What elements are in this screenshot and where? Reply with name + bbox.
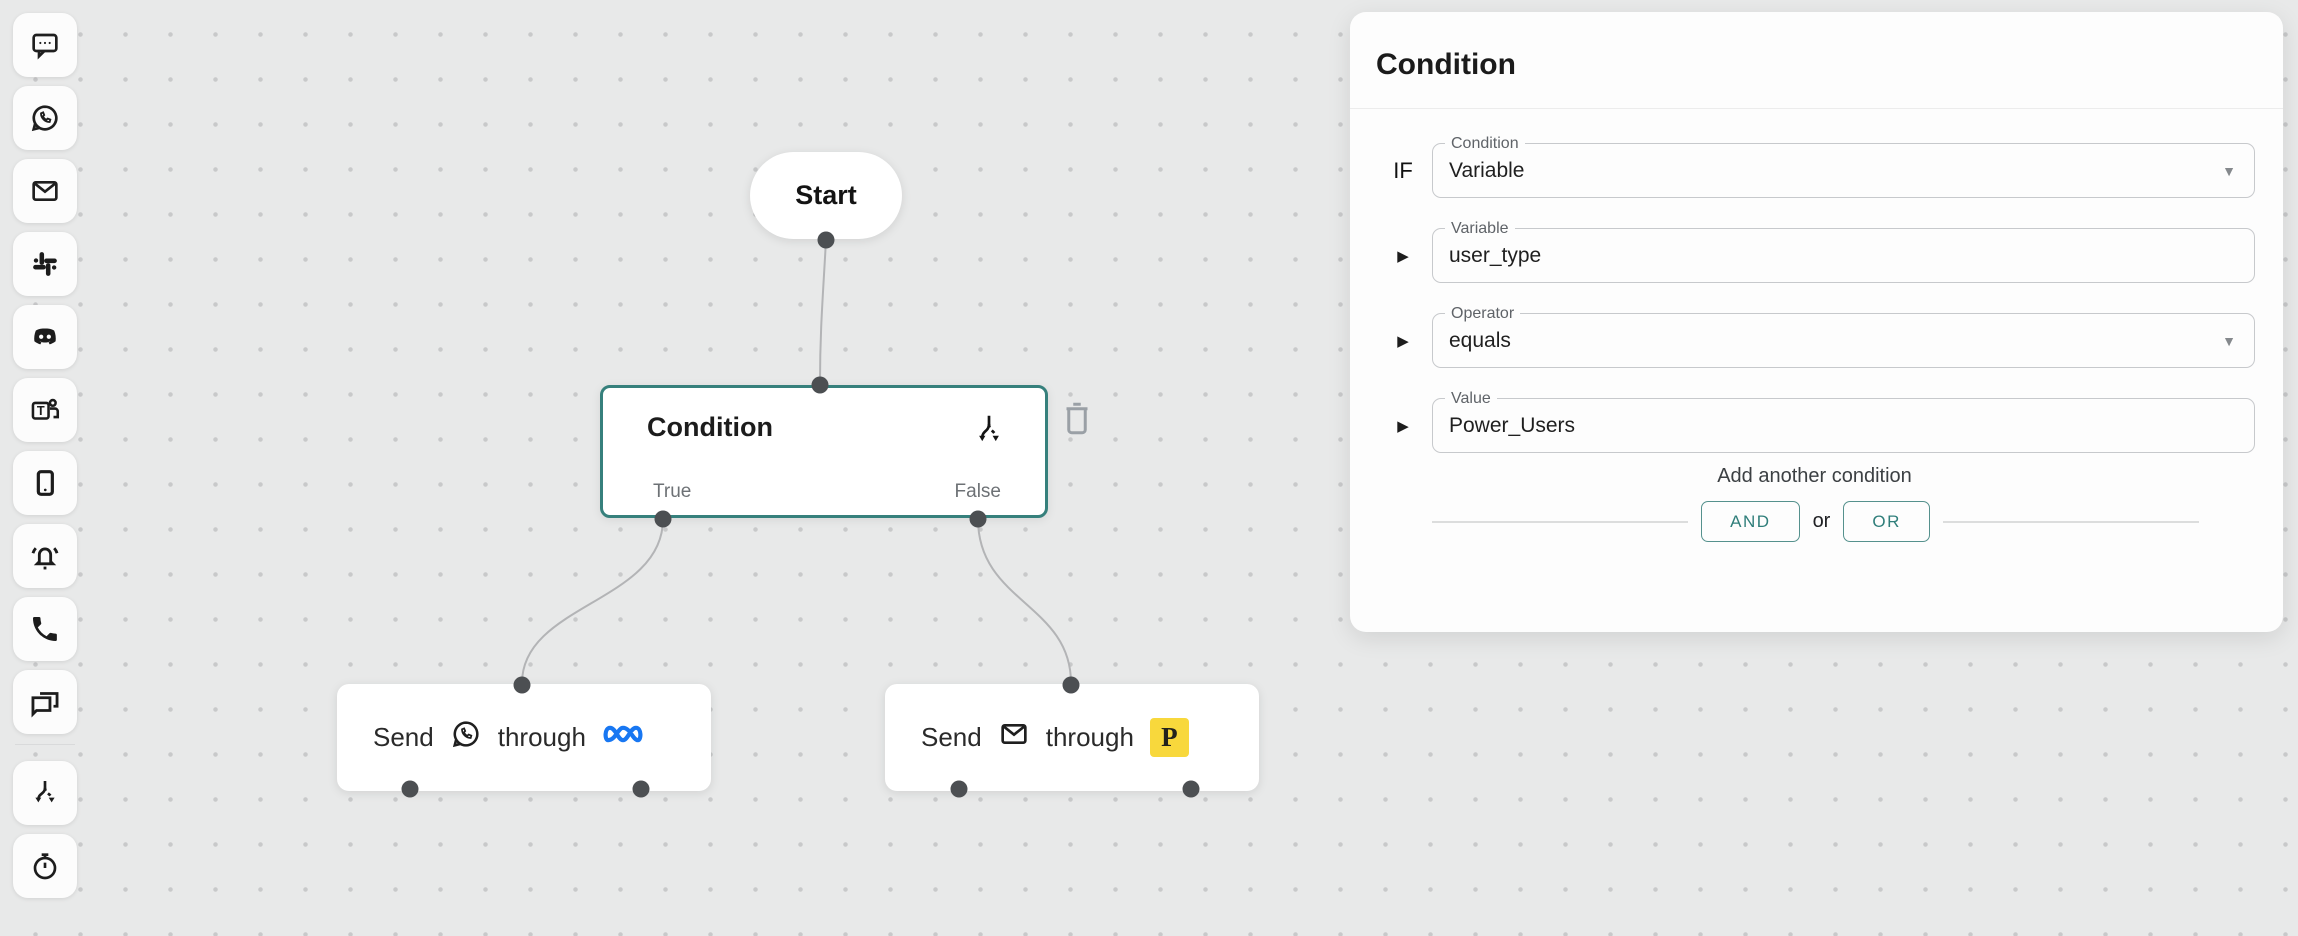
add-and-condition-button[interactable]: AND — [1701, 501, 1800, 542]
start-node-label: Start — [795, 180, 857, 210]
sms-icon — [29, 29, 61, 61]
panel-title: Condition — [1376, 48, 1516, 81]
and-or-row: AND or OR — [1432, 501, 2200, 542]
palette-item-sms[interactable] — [13, 13, 77, 77]
condition-false-handle[interactable] — [969, 510, 987, 528]
condition-type-select[interactable]: Condition Variable ▼ — [1432, 134, 2255, 198]
field-label: Operator — [1445, 304, 1521, 323]
whatsapp-icon — [450, 718, 482, 757]
palette-item-voice[interactable] — [13, 597, 77, 661]
timer-delay-icon — [29, 850, 61, 882]
variable-input[interactable]: Variable user_type — [1432, 219, 2255, 283]
send-whatsapp-output-handle-right[interactable] — [632, 780, 650, 798]
alarm-bell-icon — [28, 539, 62, 573]
field-value: equals — [1449, 328, 1511, 352]
send-whatsapp-node[interactable]: Send through — [337, 684, 711, 791]
condition-node[interactable]: Condition True False — [600, 385, 1048, 518]
trash-icon — [1059, 402, 1095, 441]
delete-node-button[interactable] — [1059, 397, 1095, 442]
send-email-node[interactable]: Send through P — [885, 684, 1259, 791]
divider-line — [1432, 520, 1689, 523]
condition-true-handle[interactable] — [654, 510, 672, 528]
row-expander-icon[interactable]: ▶ — [1397, 417, 1409, 435]
postmark-icon: P — [1149, 718, 1189, 757]
panel-header: Condition — [1350, 12, 2283, 109]
teams-icon: T — [28, 393, 62, 427]
start-node[interactable]: Start — [750, 152, 902, 239]
palette-item-teams[interactable]: T — [13, 378, 77, 442]
whatsapp-icon — [29, 102, 61, 134]
condition-input-handle[interactable] — [811, 376, 829, 394]
meta-icon — [602, 719, 644, 756]
or-word: or — [1812, 510, 1831, 532]
field-label: Variable — [1445, 219, 1515, 238]
add-or-condition-button[interactable]: OR — [1843, 501, 1930, 542]
email-icon — [998, 718, 1030, 757]
live-chat-icon — [28, 685, 62, 719]
split-condition-icon — [29, 777, 61, 809]
field-value: Variable — [1449, 158, 1525, 182]
field-label: Condition — [1445, 134, 1525, 153]
palette-item-slack[interactable] — [13, 232, 77, 296]
svg-text:T: T — [37, 403, 45, 418]
row-expander-icon[interactable]: ▶ — [1397, 332, 1409, 350]
palette-item-condition[interactable] — [13, 761, 77, 825]
node-palette: T — [13, 13, 77, 907]
mobile-push-icon — [29, 467, 61, 499]
value-input[interactable]: Value Power_Users — [1432, 389, 2255, 453]
phone-call-icon — [29, 613, 61, 645]
start-output-handle[interactable] — [817, 231, 835, 249]
discord-icon — [28, 320, 62, 354]
palette-item-discord[interactable] — [13, 305, 77, 369]
send-email-output-handle-right[interactable] — [1182, 780, 1200, 798]
add-another-condition-label: Add another condition — [1717, 465, 1912, 487]
through-label: through — [1045, 722, 1134, 752]
palette-item-delay[interactable] — [13, 834, 77, 898]
palette-item-alarm[interactable] — [13, 524, 77, 588]
slack-icon — [29, 248, 61, 280]
field-label: Value — [1445, 389, 1497, 408]
email-icon — [29, 175, 61, 207]
send-label: Send — [921, 722, 982, 752]
send-label: Send — [373, 722, 434, 752]
palette-item-livechat[interactable] — [13, 670, 77, 734]
field-value: user_type — [1449, 243, 1542, 267]
operator-select[interactable]: Operator equals ▼ — [1432, 304, 2255, 368]
palette-divider — [15, 744, 75, 745]
send-whatsapp-input-handle[interactable] — [513, 676, 531, 694]
send-whatsapp-output-handle-left[interactable] — [401, 780, 419, 798]
palette-item-email[interactable] — [13, 159, 77, 223]
split-condition-icon — [971, 412, 1007, 453]
palette-item-mobile[interactable] — [13, 451, 77, 515]
through-label: through — [497, 722, 586, 752]
condition-true-label: True — [653, 481, 692, 502]
divider-line — [1942, 520, 2200, 523]
send-email-input-handle[interactable] — [1062, 676, 1080, 694]
condition-config-panel: Condition IF Condition Variable ▼ ▶ Vari… — [1350, 12, 2283, 632]
palette-item-whatsapp[interactable] — [13, 86, 77, 150]
send-email-output-handle-left[interactable] — [950, 780, 968, 798]
chevron-down-icon: ▼ — [2222, 332, 2236, 349]
if-label: IF — [1393, 157, 1413, 183]
field-value: Power_Users — [1449, 413, 1576, 437]
row-expander-icon[interactable]: ▶ — [1397, 247, 1409, 265]
condition-false-label: False — [954, 481, 1001, 502]
condition-node-title: Condition — [647, 412, 773, 442]
chevron-down-icon: ▼ — [2222, 162, 2236, 179]
